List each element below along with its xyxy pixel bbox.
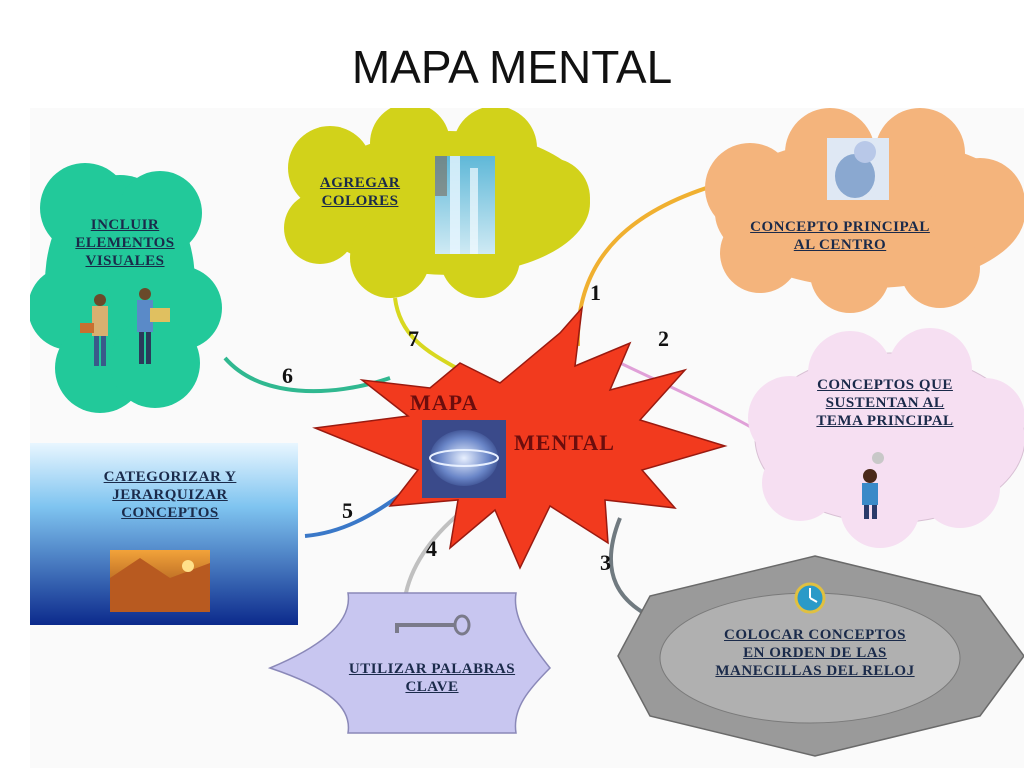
key-icon — [395, 614, 471, 636]
people-icon — [80, 288, 170, 366]
desert-image-icon — [110, 550, 210, 612]
node-6-cloud — [30, 163, 222, 413]
connector-5 — [304, 486, 412, 538]
thinking-head-icon — [827, 138, 889, 200]
connector-number-1: 1 — [590, 280, 601, 305]
globe-image-icon — [422, 420, 506, 498]
connector-number-2: 2 — [658, 326, 669, 351]
center-label-line2: MENTAL — [514, 430, 615, 455]
connector-6 — [223, 356, 391, 394]
slide-title: MAPA MENTAL — [351, 41, 673, 93]
node-4-shape — [267, 592, 552, 734]
connector-number-7: 7 — [408, 326, 419, 351]
node-2-cloud — [748, 328, 1024, 548]
connector-number-5: 5 — [342, 498, 353, 523]
clock-icon — [794, 582, 826, 614]
connector-number-6: 6 — [282, 363, 293, 388]
connector-7 — [393, 297, 461, 372]
center-starburst — [312, 305, 728, 570]
node-1-cloud — [705, 108, 1024, 313]
connector-4 — [403, 511, 462, 599]
mind-map-canvas — [30, 108, 1024, 757]
center-label-line1: MAPA — [410, 390, 479, 415]
connector-number-3: 3 — [600, 550, 611, 575]
presenter-icon — [862, 452, 884, 519]
connector-number-4: 4 — [426, 536, 437, 561]
waterfall-image-icon — [435, 156, 495, 254]
